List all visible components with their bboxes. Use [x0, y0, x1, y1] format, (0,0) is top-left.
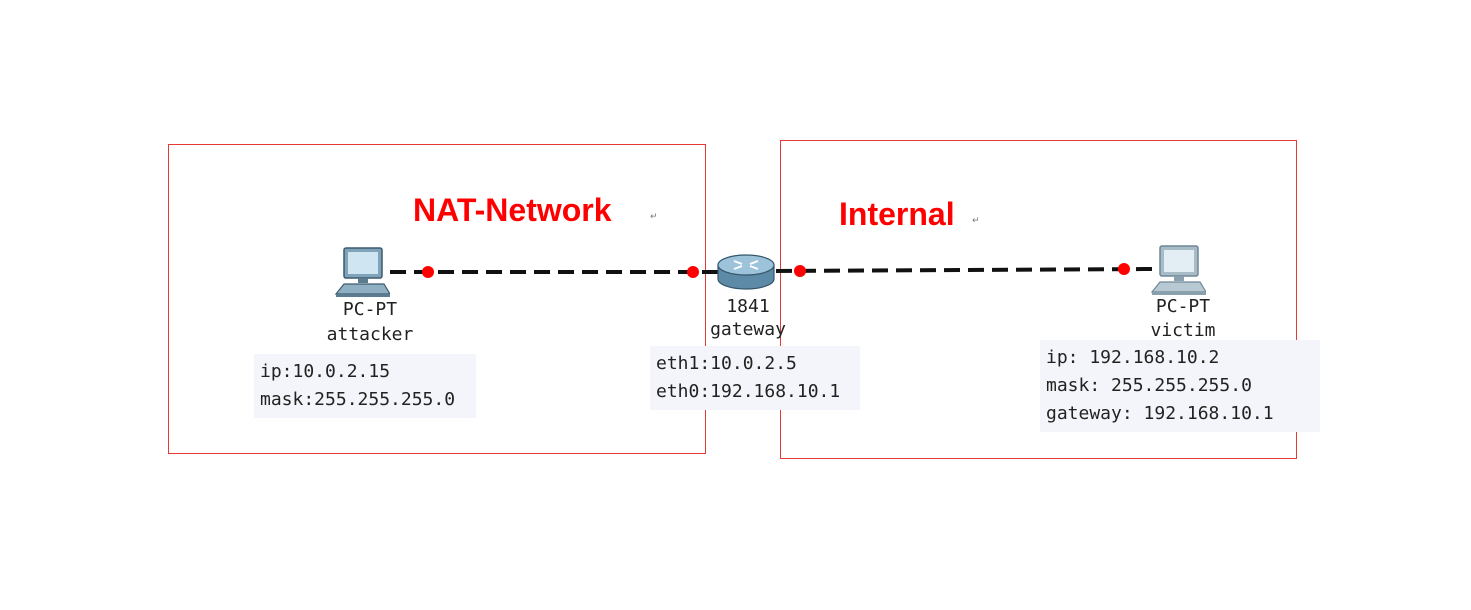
link-gateway-victim: [775, 267, 1153, 273]
zone-title-nat-network: NAT-Network: [413, 192, 612, 228]
zone-nat-network: [168, 144, 706, 454]
attacker-mask: mask:255.255.255.0: [260, 389, 456, 410]
gateway-eth0: eth0:192.168.10.1: [656, 381, 841, 402]
device-type-label: PC-PT: [342, 299, 398, 320]
paragraph-mark: ↵: [650, 212, 658, 222]
zone-internal: [780, 140, 1297, 459]
victim-mask: mask: 255.255.255.0: [1046, 375, 1252, 396]
device-name-label: attacker: [326, 324, 414, 345]
attacker-info-box: ip:10.0.2.15 mask:255.255.255.0: [254, 354, 476, 418]
victim-info-box: ip: 192.168.10.2 mask: 255.255.255.0 gat…: [1040, 340, 1320, 432]
port-dot: [1118, 263, 1130, 275]
pc-icon[interactable]: [1150, 244, 1206, 296]
device-name-label: gateway: [710, 319, 786, 340]
port-dot: [422, 266, 434, 278]
port-dot: [794, 265, 806, 277]
device-name-label: victim: [1150, 320, 1216, 341]
gateway-info-box: eth1:10.0.2.5 eth0:192.168.10.1: [650, 346, 860, 410]
router-icon[interactable]: [716, 253, 776, 291]
device-type-label: PC-PT: [1155, 296, 1211, 317]
paragraph-mark: ↵: [972, 216, 980, 226]
zone-title-internal: Internal: [839, 196, 955, 232]
device-type-label: 1841: [726, 296, 770, 317]
pc-icon[interactable]: [334, 246, 390, 298]
victim-ip: ip: 192.168.10.2: [1046, 347, 1220, 368]
attacker-ip: ip:10.0.2.15: [260, 361, 391, 382]
port-dot: [687, 266, 699, 278]
victim-gateway: gateway: 192.168.10.1: [1046, 403, 1274, 424]
gateway-eth1: eth1:10.0.2.5: [656, 353, 797, 374]
